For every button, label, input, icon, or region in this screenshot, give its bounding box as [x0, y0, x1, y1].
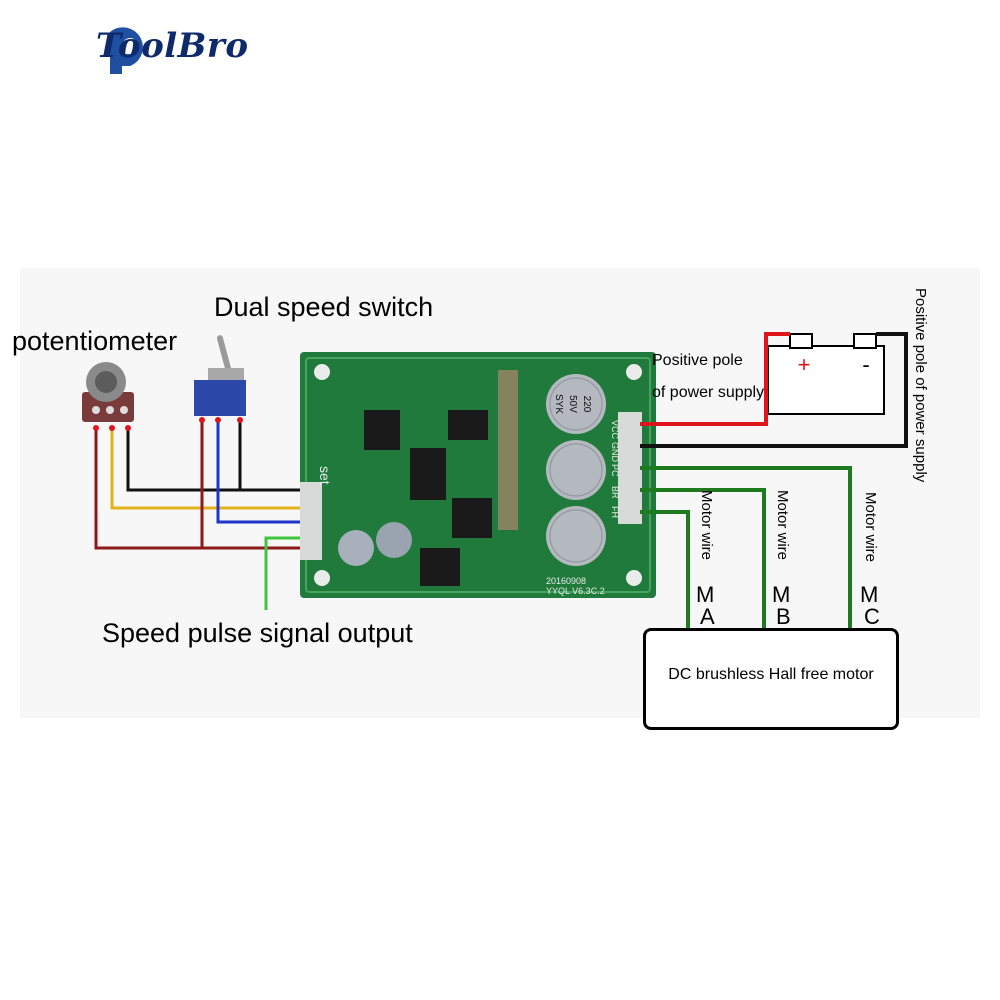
motor-box	[643, 628, 899, 730]
cap-text-2: 50V	[567, 395, 578, 413]
motor-label: DC brushless Hall free motor	[668, 666, 874, 683]
motor-phase-a-m: M	[696, 582, 715, 607]
motor-phase-a-letter: A	[700, 604, 715, 629]
label-potentiometer: potentiometer	[12, 326, 178, 356]
pin-br: BR	[610, 486, 620, 499]
motor-phase-b-letter: B	[776, 604, 791, 629]
motor-phase-c-m: M	[860, 582, 879, 607]
capacitor-group	[546, 374, 606, 566]
board-code: 20160908	[546, 576, 586, 586]
board-silk-set: set	[317, 466, 333, 485]
motor-wire-label-c: Motor wire	[862, 492, 879, 563]
brand-name: ToolBro	[96, 26, 249, 66]
motor-wire-label-a: Motor wire	[698, 490, 715, 561]
motor-phase-b-m: M	[772, 582, 791, 607]
motor-wire-label-b: Motor wire	[774, 490, 791, 561]
pin-fh: FH	[610, 506, 620, 518]
pin-gnd: GND	[610, 442, 620, 463]
cap-text-3: SYK	[553, 394, 564, 414]
label-positive-pole-2: of power supply	[652, 384, 765, 401]
label-positive-pole-1: Positive pole	[652, 352, 743, 369]
label-speed-pulse: Speed pulse signal output	[102, 618, 413, 648]
pin-vcc: VCC	[610, 420, 620, 440]
motor-phase-c-letter: C	[864, 604, 880, 629]
potentiometer-icon	[82, 362, 134, 422]
battery-icon	[767, 333, 885, 415]
cap-text-1: 220	[581, 396, 592, 413]
toggle-switch-icon	[194, 335, 246, 416]
toolbro-logo-icon	[110, 27, 143, 74]
label-positive-pole-vertical: Positive pole of power supply	[912, 288, 929, 483]
label-dual-speed-switch: Dual speed switch	[214, 292, 434, 322]
pin-pc: PC	[610, 464, 620, 477]
controller-board	[300, 352, 656, 598]
battery-minus: -	[862, 352, 869, 377]
board-version: YYQL V6.3C.2	[546, 586, 605, 596]
battery-plus: +	[798, 352, 811, 377]
